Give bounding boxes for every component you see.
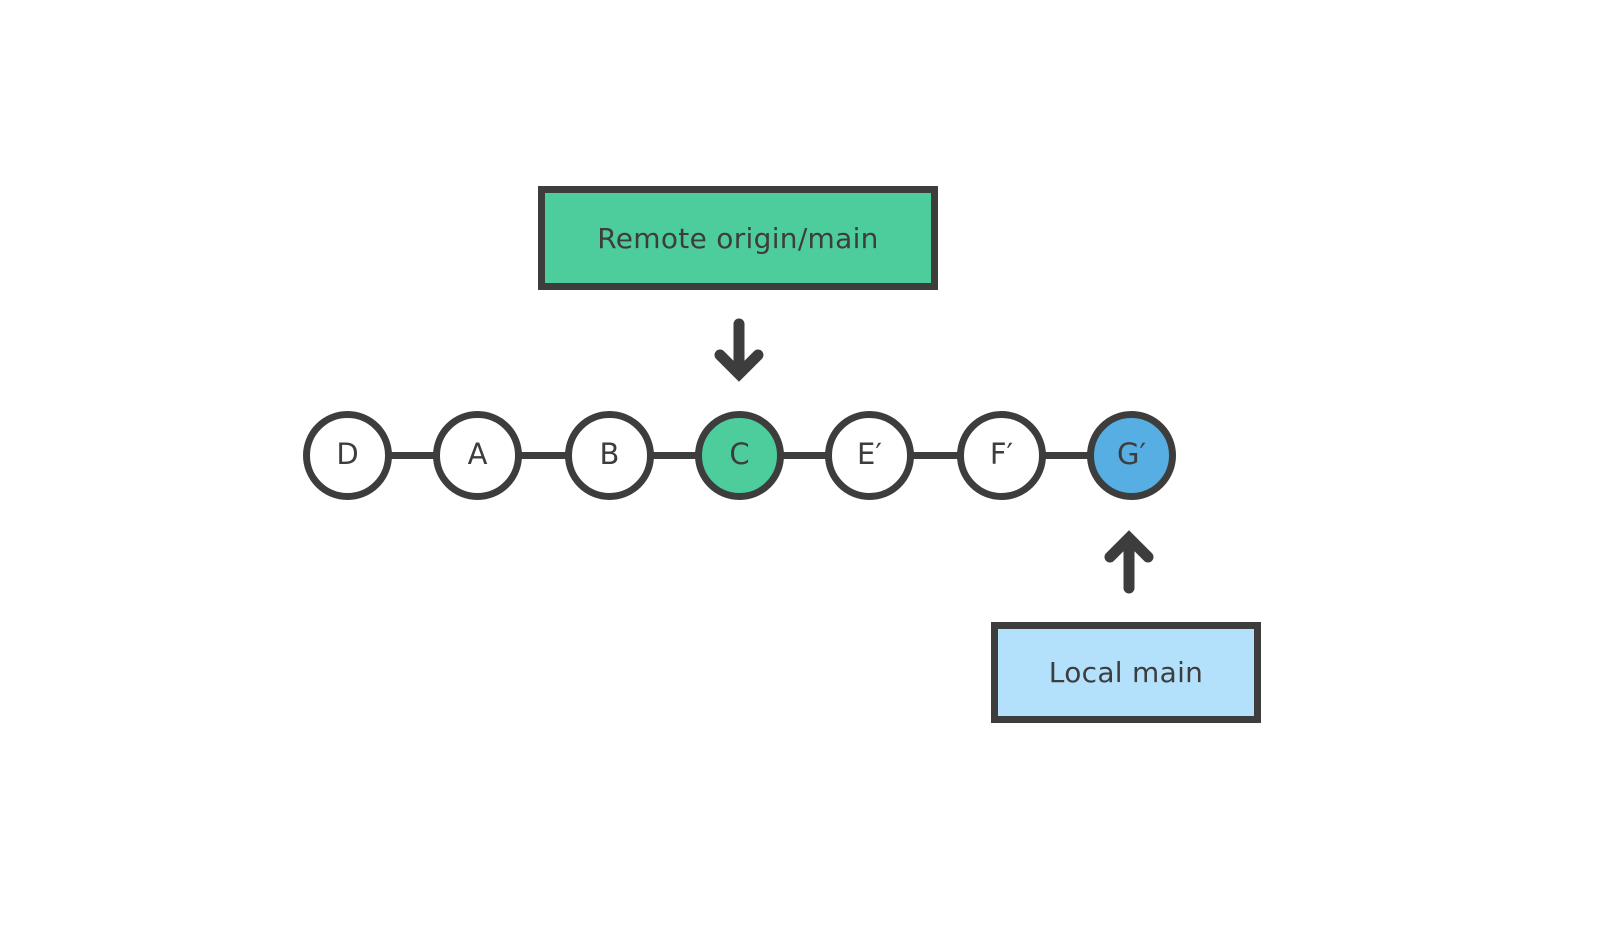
- commit-node-a[interactable]: A: [433, 411, 522, 500]
- commit-node-g-prime-label: G′: [1116, 437, 1147, 471]
- commit-node-a-label: A: [467, 437, 488, 471]
- commit-link-a-b: [520, 452, 570, 459]
- commit-node-d[interactable]: D: [303, 411, 392, 500]
- remote-branch-label-text: Remote origin/main: [597, 221, 879, 255]
- commit-link-d-a: [388, 452, 438, 459]
- commit-node-f-prime-label: F′: [989, 437, 1014, 471]
- commit-link-e-f: [909, 452, 959, 459]
- local-pointer-arrow-up: [1096, 528, 1162, 594]
- commit-node-e-prime[interactable]: E′: [825, 411, 914, 500]
- commit-link-b-c: [651, 452, 701, 459]
- commit-node-g-prime[interactable]: G′: [1087, 411, 1176, 500]
- commit-node-f-prime[interactable]: F′: [957, 411, 1046, 500]
- commit-node-e-prime-label: E′: [857, 437, 882, 471]
- arrow-down-icon: [714, 318, 764, 382]
- commit-node-b-label: B: [599, 437, 620, 471]
- commit-link-c-e: [777, 452, 827, 459]
- arrow-up-icon: [1104, 530, 1154, 594]
- commit-node-c-label: C: [729, 437, 750, 471]
- commit-node-d-label: D: [336, 437, 359, 471]
- local-branch-label-text: Local main: [1048, 656, 1204, 689]
- local-branch-label-box: Local main: [991, 622, 1261, 723]
- commit-link-f-g: [1041, 452, 1091, 459]
- remote-pointer-arrow-down: [706, 318, 772, 384]
- commit-node-b[interactable]: B: [565, 411, 654, 500]
- remote-branch-label-box: Remote origin/main: [538, 186, 938, 290]
- commit-node-c[interactable]: C: [695, 411, 784, 500]
